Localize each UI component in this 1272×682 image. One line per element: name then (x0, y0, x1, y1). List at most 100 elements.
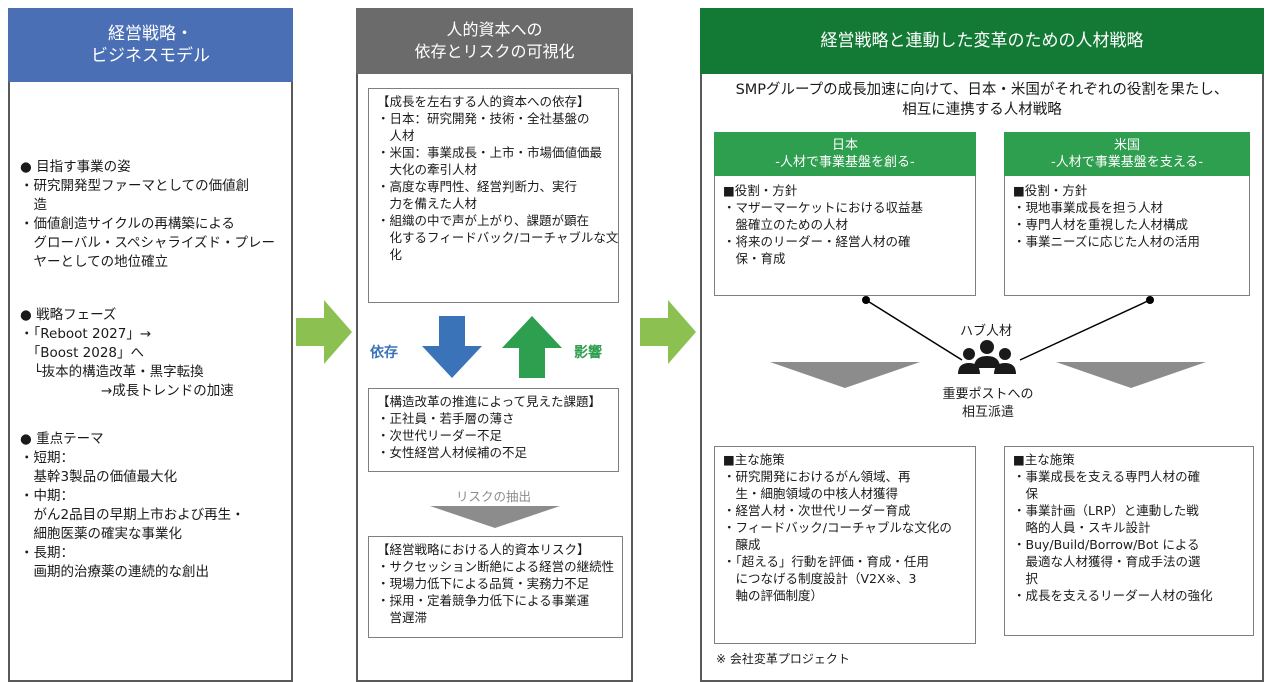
japan-title: 日本 (831, 138, 858, 153)
dependency-line: 人材 (377, 128, 415, 143)
flow-arrow-2 (640, 300, 696, 364)
section-line: ヤーとしての地位確立 (20, 254, 169, 270)
dependency-title: 【成長を左右する人的資本への依存】 (377, 94, 590, 109)
challenges-line: ・女性経営人材候補の不足 (377, 445, 528, 460)
section-line: ・研究開発型ファーマとしての価値創 (20, 178, 250, 194)
talent-strategy-intro: SMPグループの成長加速に向けて、日本・米国がそれぞれの役割を果たし、 相互に連… (704, 80, 1260, 120)
japan-measure-line: ・経営人材・次世代リーダー育成 (723, 503, 911, 518)
flow-arrow-1 (296, 300, 352, 364)
dependency-line: 化するフィードバック/コーチャブルな文 (377, 230, 619, 245)
section-line: ・中期： (20, 488, 74, 504)
japan-measure-line: ■主な施策 (723, 452, 785, 467)
japan-measures-box: ■主な施策 ・研究開発におけるがん領域、再 生・細胞領域の中核人材獲得 ・経営人… (714, 446, 976, 644)
visualization-header-line1: 人的資本への (446, 20, 543, 39)
us-title-bar: 米国 -人材で事業基盤を支える- (1004, 132, 1250, 176)
section-line: ・価値創造サイクルの再構築による (20, 216, 235, 232)
section-line: 基幹3製品の価値最大化 (20, 469, 178, 485)
us-title: 米国 (1113, 138, 1140, 153)
strategy-section-goal: ● 目指す事業の姿 ・研究開発型ファーマとしての価値創 造 ・価値創造サイクルの… (20, 158, 290, 272)
us-measure-line: 略的人員・スキル設計 (1013, 520, 1151, 535)
risks-line: 営遅滞 (377, 610, 428, 625)
hub-caption-line: 重要ポストへの (942, 387, 1034, 402)
dependency-label: 依存 (370, 345, 398, 361)
strategy-header-line2: ビジネスモデル (91, 46, 210, 66)
us-triangle (1056, 362, 1206, 388)
section-line: 画期的治療薬の連続的な創出 (20, 564, 209, 580)
japan-subtitle: -人材で事業基盤を創る- (775, 155, 915, 170)
dependency-down-arrow (422, 316, 482, 378)
japan-measure-line: 生・細胞領域の中核人材獲得 (723, 486, 899, 501)
challenges-title: 【構造改革の推進によって見えた課題】 (377, 394, 602, 409)
us-measure-line: 保 (1013, 486, 1039, 501)
dependency-line: 力を備えた人材 (377, 196, 478, 211)
us-role-box: ■役割・方針 ・現地事業成長を担う人材 ・専門人材を重視した人材構成 ・事業ニー… (1004, 176, 1250, 296)
japan-role-line: ■役割・方針 (723, 183, 798, 198)
section-line: 「Boost 2028」へ (20, 345, 145, 361)
risks-box: 【経営戦略における人的資本リスク】 ・サクセッション断絶による経営の継続性 ・現… (368, 536, 623, 638)
impact-up-arrow (502, 316, 562, 378)
japan-role-line: ・将来のリーダー・経営人材の確 (723, 234, 911, 249)
japan-role-line: 保・育成 (723, 251, 786, 266)
section-line: └抜本的構造改革・黒字転換 (20, 364, 204, 380)
visualization-header: 人的資本への 依存とリスクの可視化 (356, 8, 633, 74)
risks-title: 【経営戦略における人的資本リスク】 (377, 542, 590, 557)
dependency-line: ・米国：事業成長・上市・市場価値価最 (377, 145, 603, 160)
hub-connectors (862, 296, 1154, 361)
us-measure-line: 択 (1013, 571, 1039, 586)
us-role-line: ・事業ニーズに応じた人材の活用 (1013, 234, 1200, 249)
us-measures-box: ■主な施策 ・事業成長を支える専門人材の確 保 ・事業計画（LRP）と連動した戦… (1004, 446, 1254, 636)
section-line: ・短期： (20, 450, 74, 466)
footnote: ※ 会社変革プロジェクト (716, 652, 850, 666)
hub-label: ハブ人材 (960, 324, 1013, 339)
us-measure-line: 最適な人材獲得・育成手法の選 (1013, 554, 1201, 569)
dependency-line: 大化の牽引人材 (377, 162, 478, 177)
risk-extract-triangle (430, 506, 560, 528)
japan-measure-line: につなげる制度設計（V2X※、3 (723, 571, 917, 586)
intro-line: 相互に連携する人材戦略 (902, 102, 1062, 118)
strategy-section-phase: ● 戦略フェーズ ・「Reboot 2027」→ 「Boost 2028」へ └… (20, 306, 290, 401)
section-title: ● 重点テーマ (20, 431, 104, 447)
people-group-icon (958, 340, 1016, 374)
risks-line: ・現場力低下による品質・実務力不足 (377, 576, 590, 591)
japan-role-line: ・マザーマーケットにおける収益基 (723, 200, 924, 215)
japan-measure-line: ・「超える」行動を評価・育成・任用 (723, 554, 929, 569)
dependency-line: ・高度な専門性、経営判断力、実行 (377, 179, 578, 194)
dependency-line: ・組織の中で声が上がり、課題が顕在 (377, 213, 590, 228)
section-line: グローバル・スペシャライズド・プレー (20, 235, 276, 251)
section-title: ● 目指す事業の姿 (20, 159, 131, 175)
challenges-box: 【構造改革の推進によって見えた課題】 ・正社員・若手層の薄さ ・次世代リーダー不… (368, 388, 619, 472)
talent-strategy-header: 経営戦略と連動した変革のための人材戦略 (700, 8, 1264, 74)
strategy-section-themes: ● 重点テーマ ・短期： 基幹3製品の価値最大化 ・中期： がん2品目の早期上市… (20, 430, 290, 582)
japan-measure-line: 醸成 (723, 537, 761, 552)
hub-caption-line: 相互派遣 (961, 405, 1014, 420)
section-line: 造 (20, 197, 47, 213)
us-role-line: ■役割・方針 (1013, 183, 1088, 198)
impact-label: 影響 (574, 345, 602, 361)
us-subtitle: -人材で事業基盤を支える- (1051, 155, 1203, 170)
section-line: がん2品目の早期上市および再生・ (20, 507, 245, 523)
strategy-header: 経営戦略・ ビジネスモデル (8, 8, 293, 82)
japan-triangle (770, 362, 920, 388)
us-measure-line: ■主な施策 (1013, 452, 1075, 467)
section-line: →成長トレンドの加速 (20, 383, 234, 399)
strategy-header-line1: 経営戦略・ (108, 24, 193, 44)
risk-extract-label: リスクの抽出 (456, 489, 532, 504)
us-role-line: ・専門人材を重視した人材構成 (1013, 217, 1189, 232)
us-measure-line: ・事業計画（LRP）と連動した戦 (1013, 503, 1199, 518)
dependency-box: 【成長を左右する人的資本への依存】 ・日本：研究開発・技術・全社基盤の 人材 ・… (368, 88, 619, 303)
hub-caption: 重要ポストへの 相互派遣 (930, 386, 1046, 422)
risks-line: ・採用・定着競争力低下による事業運 (377, 593, 590, 608)
japan-role-line: 盤確立のための人材 (723, 217, 849, 232)
japan-measure-line: 軸の評価制度） (723, 588, 824, 603)
us-measure-line: ・事業成長を支える専門人材の確 (1013, 469, 1201, 484)
challenges-line: ・正社員・若手層の薄さ (377, 411, 515, 426)
us-measure-line: ・Buy/Build/Borrow/Bot による (1013, 537, 1200, 552)
talent-strategy-title: 経営戦略と連動した変革のための人材戦略 (820, 31, 1144, 51)
dependency-line: ・日本：研究開発・技術・全社基盤の (377, 111, 590, 126)
japan-measure-line: ・フィードバック/コーチャブルな文化の (723, 520, 952, 535)
dependency-line: 化 (377, 247, 403, 262)
intro-line: SMPグループの成長加速に向けて、日本・米国がそれぞれの役割を果たし、 (735, 82, 1229, 98)
section-line: ・長期： (20, 545, 74, 561)
japan-role-box: ■役割・方針 ・マザーマーケットにおける収益基 盤確立のための人材 ・将来のリー… (714, 176, 976, 296)
section-line: 細胞医薬の確実な事業化 (20, 526, 182, 542)
